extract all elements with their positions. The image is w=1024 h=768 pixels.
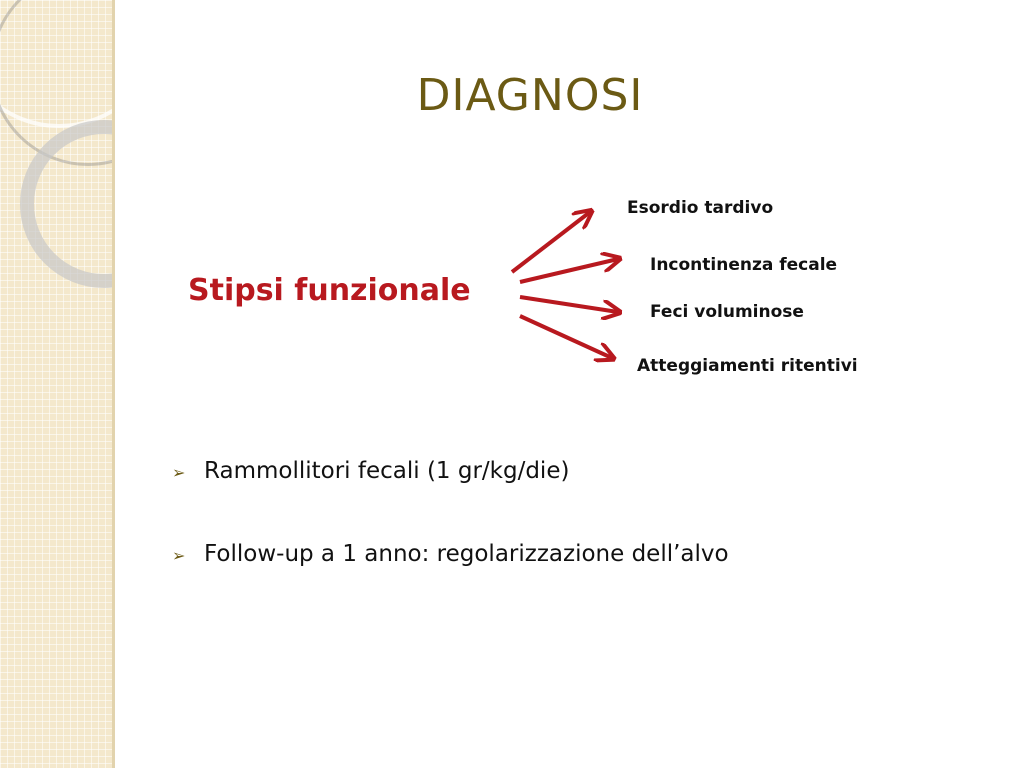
bullet-arrow-icon: ➢ [172,463,186,482]
decorative-side-panel [0,0,112,768]
diagram-root-label: Stipsi funzionale [188,273,471,308]
arrow-right-icon [510,212,590,274]
branch-label: Feci voluminose [650,302,804,322]
slide-title: DIAGNOSI [416,70,644,121]
bullet-text: Rammollitori fecali (1 gr/kg/die) [204,458,570,484]
side-panel-edge [112,0,115,768]
branch-label: Incontinenza fecale [650,255,838,275]
bullet-item: ➢ Rammollitori fecali (1 gr/kg/die) [172,458,569,484]
branch-label: Esordio tardivo [627,198,774,218]
arrow-right-icon [519,295,618,312]
arrow-right-icon [519,259,618,284]
bullet-item: ➢ Follow-up a 1 anno: regolarizzazione de… [172,541,729,567]
arrow-right-icon [519,314,612,358]
bullet-text: Follow-up a 1 anno: regolarizzazione del… [204,541,729,567]
bullet-arrow-icon: ➢ [172,546,186,565]
branch-label: Atteggiamenti ritentivi [637,356,858,376]
